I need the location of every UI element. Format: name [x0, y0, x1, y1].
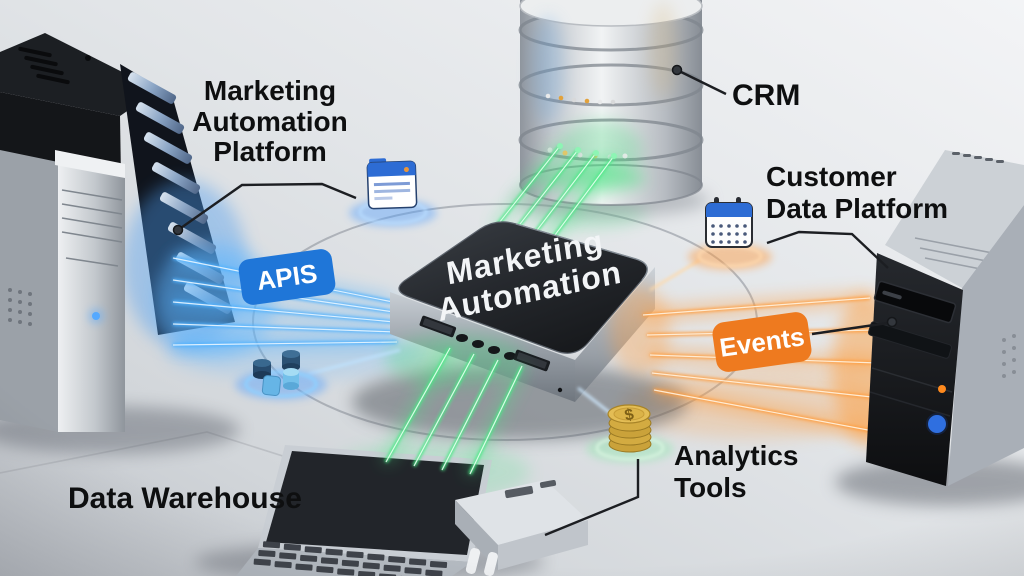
coins-icon: $	[586, 404, 674, 463]
label-customer-data-platform: Customer Data Platform	[766, 161, 948, 224]
coin-dollar-symbol: $	[623, 406, 635, 424]
events-connector	[811, 321, 889, 336]
svg-text:Marketing: Marketing	[204, 75, 336, 106]
annotation-connectors	[177, 68, 889, 537]
document-icon	[349, 158, 437, 227]
calendar-icon	[688, 197, 772, 270]
label-data-warehouse: Data Warehouse	[68, 482, 302, 515]
platform-connector	[177, 182, 357, 231]
label-analytics-tools: Analytics Tools	[674, 440, 799, 503]
analytics-connector	[544, 459, 640, 537]
apis-badge: APIS	[238, 249, 336, 305]
calendar-dots	[711, 224, 747, 244]
data-cubes-icon	[235, 350, 327, 400]
label-crm: CRM	[732, 79, 800, 112]
crm-connector	[676, 68, 727, 96]
svg-text:Platform: Platform	[213, 136, 327, 167]
label-marketing-automation-platform: Marketing Automation Platform	[192, 75, 348, 167]
svg-text:Data Platform: Data Platform	[766, 193, 948, 224]
svg-text:Tools: Tools	[674, 472, 747, 503]
connector-dots	[172, 64, 898, 328]
svg-text:Customer: Customer	[766, 161, 897, 192]
cdp-connector	[766, 230, 889, 269]
events-badge: Events	[712, 312, 812, 372]
svg-text:Analytics: Analytics	[674, 440, 799, 471]
svg-text:Automation: Automation	[192, 106, 348, 137]
